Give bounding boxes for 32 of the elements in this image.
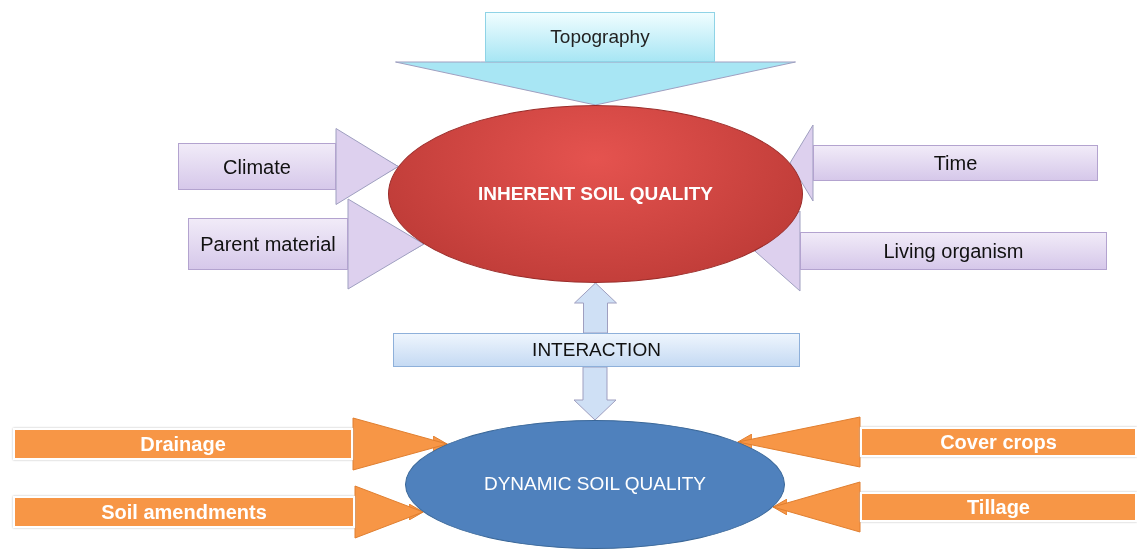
- arrow-label-box: [393, 333, 800, 367]
- arrow-label-box: [188, 218, 348, 270]
- arrow-label-box: [800, 232, 1107, 270]
- node-label: Cover crops: [940, 430, 1057, 454]
- arrow-label-box: [485, 12, 715, 62]
- block-arrow: [736, 416, 861, 468]
- node-label: Parent material: [200, 232, 336, 256]
- node-label: INTERACTION: [532, 338, 661, 362]
- block-arrow: [772, 481, 861, 533]
- node-label: Climate: [223, 154, 291, 179]
- node-label: Soil amendments: [101, 500, 267, 524]
- block-arrow: [352, 417, 449, 471]
- arrow-label-box: [13, 496, 355, 528]
- node-label: Topography: [550, 25, 650, 49]
- arrow-label-box: [178, 143, 336, 190]
- arrow-label-box: [860, 427, 1137, 457]
- node-label: Tillage: [967, 495, 1030, 519]
- arrow-label-box: [813, 145, 1098, 181]
- node-label: INHERENT SOIL QUALITY: [477, 182, 714, 206]
- block-arrow: [395, 61, 796, 106]
- node-label: Drainage: [140, 432, 226, 456]
- block-arrow: [789, 124, 814, 202]
- block-arrow: [347, 198, 425, 290]
- block-arrow: [335, 128, 400, 205]
- block-arrow: [354, 485, 425, 539]
- node-label: DYNAMIC SOIL QUALITY: [483, 473, 707, 496]
- block-arrow: [574, 282, 617, 334]
- node-label: Time: [933, 151, 978, 175]
- arrow-label-box: [13, 428, 353, 460]
- node-label: Living organism: [883, 239, 1024, 263]
- arrow-label-box: [860, 492, 1137, 522]
- block-arrow: [573, 366, 617, 421]
